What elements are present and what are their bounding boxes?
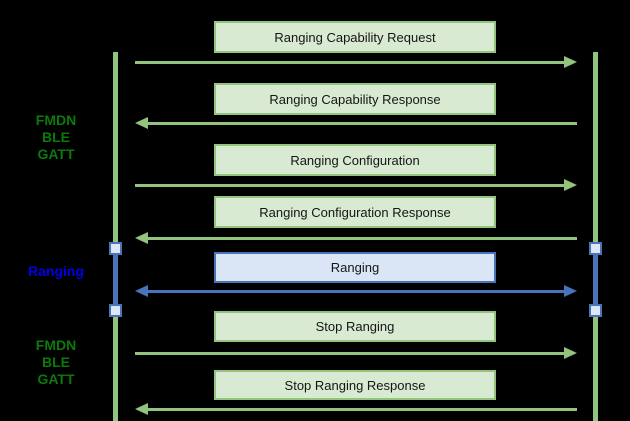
arrow-shaft — [146, 121, 577, 125]
phase-label-fmdn-ble-gatt-bottom: FMDN BLE GATT — [0, 337, 112, 388]
phase-label-line: FMDN — [35, 337, 77, 353]
arrow-shaft — [135, 351, 566, 355]
arrow-left-stop-ranging-response — [135, 403, 577, 415]
phase-label-line: Ranging — [28, 263, 84, 279]
phase-label-line: BLE — [42, 129, 70, 145]
phase-label-line: BLE — [42, 354, 70, 370]
arrowhead-left-icon — [135, 232, 148, 244]
ranging-session-end-marker-left — [109, 304, 122, 317]
arrow-bidirectional-ranging — [135, 285, 577, 297]
ranging-session-start-marker-left — [109, 242, 122, 255]
phase-label-line: GATT — [37, 146, 75, 162]
arrowhead-right-icon — [564, 56, 577, 68]
message-box-ranging: Ranging — [214, 252, 496, 283]
message-box-stop-ranging: Stop Ranging — [214, 311, 496, 342]
phase-label-ranging: Ranging — [0, 263, 112, 280]
phase-label-fmdn-ble-gatt-top: FMDN BLE GATT — [0, 112, 112, 163]
arrow-shaft — [135, 60, 566, 64]
arrow-right-ranging-configuration — [135, 179, 577, 191]
message-box-ranging-configuration-response: Ranging Configuration Response — [214, 196, 496, 228]
ranging-session-segment-right — [593, 248, 598, 310]
ranging-session-start-marker-right — [589, 242, 602, 255]
arrowhead-left-icon — [135, 285, 148, 297]
arrowhead-right-icon — [564, 179, 577, 191]
message-box-ranging-capability-request: Ranging Capability Request — [214, 21, 496, 53]
ranging-session-segment-left — [113, 248, 118, 310]
lifeline-right — [593, 52, 598, 421]
message-box-ranging-configuration: Ranging Configuration — [214, 144, 496, 176]
arrowhead-left-icon — [135, 403, 148, 415]
arrowhead-left-icon — [135, 117, 148, 129]
arrow-right-stop-ranging — [135, 347, 577, 359]
arrowhead-right-icon — [564, 285, 577, 297]
arrow-left-ranging-capability-response — [135, 117, 577, 129]
arrow-shaft — [146, 407, 577, 411]
arrowhead-right-icon — [564, 347, 577, 359]
arrow-shaft — [146, 289, 566, 293]
phase-label-line: FMDN — [35, 112, 77, 128]
message-box-ranging-capability-response: Ranging Capability Response — [214, 83, 496, 115]
arrow-shaft — [146, 236, 577, 240]
lifeline-left — [113, 52, 118, 421]
arrow-left-ranging-configuration-response — [135, 232, 577, 244]
phase-label-line: GATT — [37, 371, 75, 387]
message-box-stop-ranging-response: Stop Ranging Response — [214, 370, 496, 400]
arrow-shaft — [135, 183, 566, 187]
ranging-session-end-marker-right — [589, 304, 602, 317]
arrow-right-ranging-capability-request — [135, 56, 577, 68]
